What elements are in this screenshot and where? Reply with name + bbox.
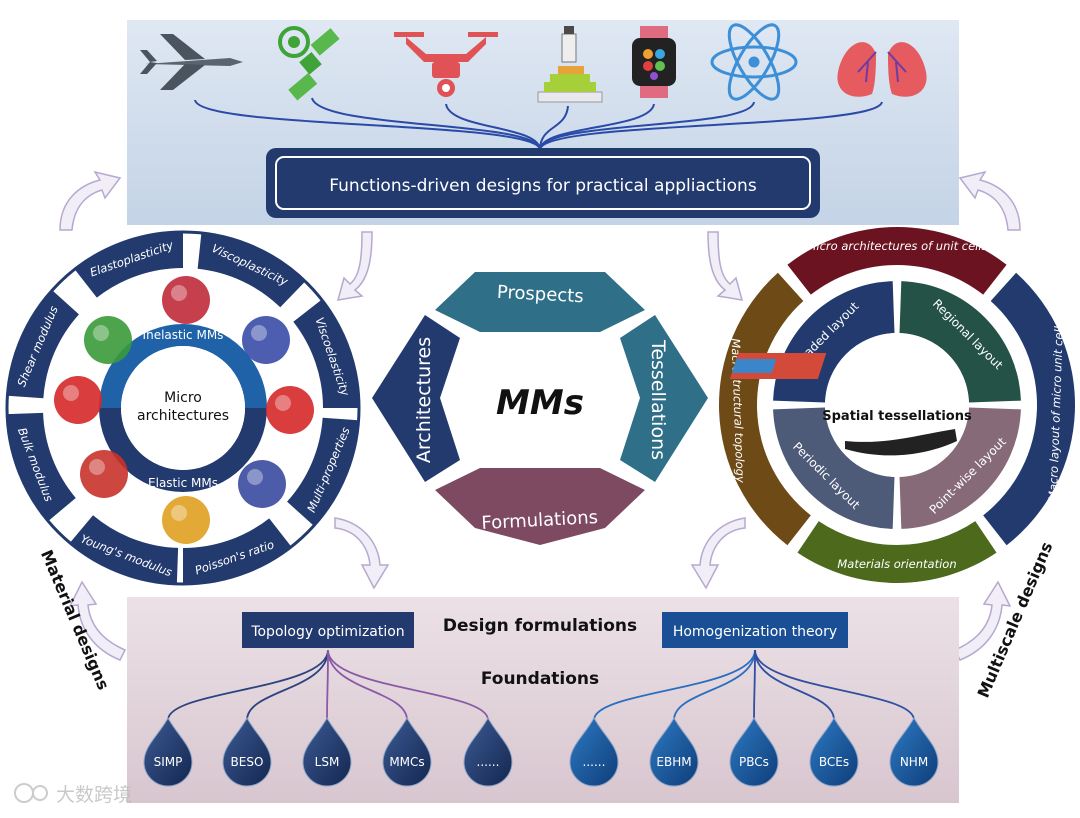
right-outer-segment-3 [719,272,811,546]
3d-printer-icon [537,26,603,103]
right-drop-1 [649,716,699,787]
right-drop-label-0: ...... [583,755,606,769]
left-segment-1 [197,232,306,308]
lattice-cell-icon [80,450,128,498]
inner-ring-elastic [99,408,267,492]
lattice-cell-icon [54,376,102,424]
right-drop-0 [569,716,619,787]
inner-ring-inelastic-label: Inelastic MMs [143,328,224,342]
petal-prospects-label: Prospects [496,282,584,308]
right-drop-label-3: BCEs [819,755,849,769]
left-segment-5 [69,515,179,584]
lungs-icon [837,28,927,97]
left-drop-label-2: LSM [315,755,340,769]
left-side-label: Material designs [37,547,113,693]
lattice-cell-icon [162,276,210,324]
petal-architectures-label: Architectures [413,337,435,463]
top-title: Functions-driven designs for practical a… [329,176,757,196]
right-inner-segment-2 [899,407,1021,529]
foundation-connectors [167,649,915,721]
inner-ring-elastic-label: Elastic MMs [148,476,218,490]
tessellated-part-icon [845,429,957,456]
left-segment-4 [183,518,292,584]
top-connector-arrows [194,97,883,151]
center-flower: Prospects Tessellations Formulations Arc… [372,272,708,545]
right-outer-segment-0 [787,227,1007,295]
right-drop-label-2: PBCs [739,755,769,769]
lattice-cell-icon [242,316,290,364]
homogenization-box-label: Homogenization theory [673,624,837,640]
petal-tessellations [620,315,708,482]
smartwatch-icon [632,26,676,98]
right-drop-3 [809,716,859,787]
lattice-cell-icon [84,316,132,364]
lattice-cell-icon [266,386,314,434]
petal-architectures [372,315,460,482]
left-drop-label-3: MMCs [389,755,424,769]
petal-prospects [435,272,645,332]
left-segment-0 [74,232,183,298]
bottom-subtitle: Foundations [481,669,599,689]
top-title-box [266,148,820,218]
flow-arrows [59,170,1021,661]
lattice-cell-icon [238,460,286,508]
right-drop-2 [729,716,779,787]
right-inner-segment-1 [899,281,1021,403]
petal-formulations [435,468,645,545]
left-segment-6 [7,412,76,522]
right-outer-segment-2 [797,521,997,583]
right-drop-label-4: NHM [900,755,928,769]
center-title: MMs [496,383,584,423]
left-drop-label-4: ...... [477,755,500,769]
left-drop-4 [463,716,513,787]
watermark-text: 大数跨境 [56,784,132,806]
satellite-icon [278,26,340,101]
left-drop-2 [302,716,352,787]
petal-tessellations-label: Tessellations [647,339,669,460]
left-segment-7 [7,290,79,399]
topology-box [242,612,414,648]
right-drop-4 [889,716,939,787]
left-drop-0 [143,716,193,787]
atom-icon [710,23,798,101]
left-center-title-line-0: Micro [164,390,202,406]
right-outer-label-2: Materials orientation [837,557,956,571]
topology-box-label: Topology optimization [250,624,404,640]
left-segment-3 [287,417,359,526]
fighter-jet-icon [140,34,243,90]
left-center-title-line-1: architectures [137,408,229,424]
left-drop-label-0: SIMP [154,755,183,769]
bottom-title: Design formulations [443,616,637,636]
left-drop-label-1: BESO [231,755,264,769]
right-side-label: Multiscale designs [974,539,1057,700]
right-drop-label-1: EBHM [656,755,691,769]
left-segment-2 [293,299,359,408]
homogenization-box [662,612,848,648]
right-outer-label-1: Macro layout of micro unit cells [1046,320,1066,501]
inner-ring-inelastic [99,324,267,408]
right-outer-segment-1 [983,272,1075,546]
foundation-drops: SIMP BESO LSM MMCs............ EBHM PBCs BCEs N… [143,716,939,787]
drone-icon [394,32,498,97]
right-outer-label-0: Micro architectures of unit cells [806,239,987,253]
left-drop-3 [382,716,432,787]
right-inner-segment-3 [773,407,895,529]
right-center-title: Spatial tessellations [822,409,972,424]
lattice-cell-icon [162,496,210,544]
watermark: 大数跨境 [14,783,132,806]
left-drop-1 [222,716,272,787]
